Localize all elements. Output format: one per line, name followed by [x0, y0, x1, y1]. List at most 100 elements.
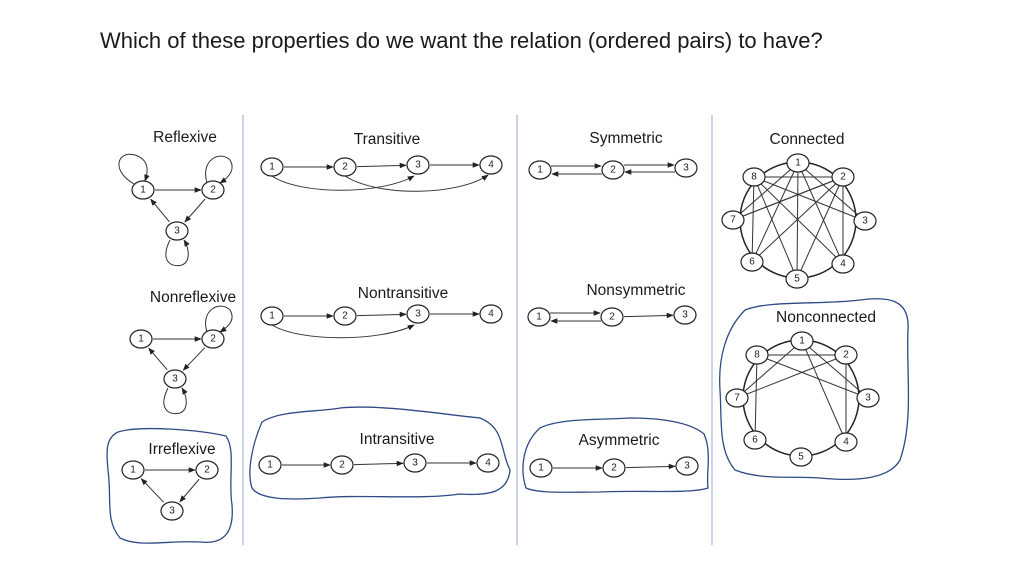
- node-label: 3: [415, 160, 421, 171]
- node-circle: [831, 167, 855, 187]
- node-circle: [853, 211, 877, 231]
- edge-connected-2-6: [751, 176, 844, 263]
- edge-nonreflexive: [205, 305, 233, 333]
- node-circle: [330, 455, 354, 475]
- highlight-outline-nonconnected: [719, 298, 910, 481]
- node-circle: [790, 331, 814, 351]
- node-label: 6: [752, 435, 758, 446]
- edge-reflexive: [205, 155, 233, 184]
- node-label: 7: [730, 215, 736, 226]
- edge-connected-1-4: [797, 162, 844, 265]
- node-transitive-3: 3: [406, 155, 430, 175]
- node-nonconnected-6: 6: [743, 430, 767, 450]
- node-asymmetric-3: 3: [675, 456, 699, 476]
- node-circle: [786, 153, 810, 173]
- edge-connected-1-5: [796, 162, 799, 280]
- label-symmetric: Symmetric: [589, 130, 662, 147]
- node-reflexive-3: 3: [165, 221, 189, 241]
- label-asymmetric: Asymmetric: [579, 432, 660, 449]
- label-nonsymmetric: Nonsymmetric: [586, 282, 685, 299]
- node-label: 1: [140, 185, 146, 196]
- node-connected-2: 2: [831, 167, 855, 187]
- node-transitive-1: 1: [260, 157, 284, 177]
- node-label: 1: [795, 158, 801, 169]
- node-label: 2: [210, 185, 216, 196]
- edge-nontransitive: [271, 324, 415, 339]
- node-intransitive-4: 4: [476, 453, 500, 473]
- node-transitive-2: 2: [333, 157, 357, 177]
- edge-intransitive-2-3: [353, 460, 404, 467]
- highlight-outline-intransitive: [249, 406, 511, 500]
- node-reflexive-2: 2: [201, 180, 225, 200]
- node-label: 3: [169, 506, 175, 517]
- node-symmetric-3: 3: [674, 158, 698, 178]
- edge-nonconnected-8-3: [756, 354, 869, 399]
- node-nonconnected-5: 5: [789, 447, 813, 467]
- node-circle: [160, 501, 184, 521]
- node-connected-6: 6: [740, 252, 764, 272]
- edge-nonreflexive: [163, 387, 188, 415]
- node-label: 2: [609, 312, 615, 323]
- edge-nonconnected-1-7: [736, 340, 803, 399]
- node-circle: [479, 155, 503, 175]
- edge-irreflexive-2-3: [179, 478, 200, 503]
- node-label: 4: [488, 160, 494, 171]
- node-circle: [131, 180, 155, 200]
- node-circle: [195, 460, 219, 480]
- node-circle: [406, 304, 430, 324]
- node-label: 4: [485, 458, 491, 469]
- node-reflexive-1: 1: [131, 180, 155, 200]
- node-circle: [163, 369, 187, 389]
- node-circle: [745, 345, 769, 365]
- node-nonconnected-7: 7: [725, 388, 749, 408]
- node-label: 5: [794, 274, 800, 285]
- node-circle: [743, 430, 767, 450]
- edge-reflexive: [118, 153, 150, 185]
- node-circle: [789, 447, 813, 467]
- node-connected-4: 4: [831, 254, 855, 274]
- node-connected-5: 5: [785, 269, 809, 289]
- edge-connected-8-4: [753, 176, 844, 265]
- edge-connected-8-5: [753, 176, 798, 280]
- node-irreflexive-1: 1: [121, 460, 145, 480]
- node-label: 3: [415, 309, 421, 320]
- node-asymmetric-1: 1: [529, 458, 553, 478]
- node-intransitive-1: 1: [258, 455, 282, 475]
- node-circle: [479, 304, 503, 324]
- node-transitive-4: 4: [479, 155, 503, 175]
- edge-connected-8-6: [751, 176, 755, 263]
- edge-reflexive: [165, 239, 190, 267]
- edge-transitive-2-3: [356, 162, 407, 169]
- node-circle: [129, 329, 153, 349]
- node-connected-3: 3: [853, 211, 877, 231]
- node-label: 4: [840, 259, 846, 270]
- node-label: 1: [538, 463, 544, 474]
- node-nontransitive-2: 2: [333, 306, 357, 326]
- edge-transitive: [271, 175, 415, 191]
- edge-connected-1-6: [751, 162, 799, 263]
- highlight-outline-asymmetric: [522, 417, 709, 493]
- node-circle: [721, 210, 745, 230]
- edge-connected-8-3: [753, 176, 866, 222]
- node-label: 5: [798, 452, 804, 463]
- highlight-outline-irreflexive: [106, 427, 233, 544]
- edge-irreflexive-3-1: [140, 478, 165, 503]
- node-circle: [165, 221, 189, 241]
- edge-connected-7-2: [732, 176, 844, 221]
- node-label: 2: [210, 334, 216, 345]
- node-label: 3: [683, 163, 689, 174]
- edge-transitive: [344, 174, 489, 192]
- node-nonconnected-4: 4: [834, 432, 858, 452]
- node-label: 1: [269, 311, 275, 322]
- node-circle: [529, 458, 553, 478]
- node-label: 3: [682, 310, 688, 321]
- edge-nonconnected-8-6: [754, 354, 758, 441]
- node-nonsymmetric-3: 3: [673, 305, 697, 325]
- node-circle: [834, 432, 858, 452]
- node-circle: [121, 460, 145, 480]
- edge-reflexive-2-3: [184, 198, 206, 223]
- edge-nonconnected-2-7: [736, 354, 847, 399]
- node-circle: [725, 388, 749, 408]
- node-circle: [834, 345, 858, 365]
- node-connected-7: 7: [721, 210, 745, 230]
